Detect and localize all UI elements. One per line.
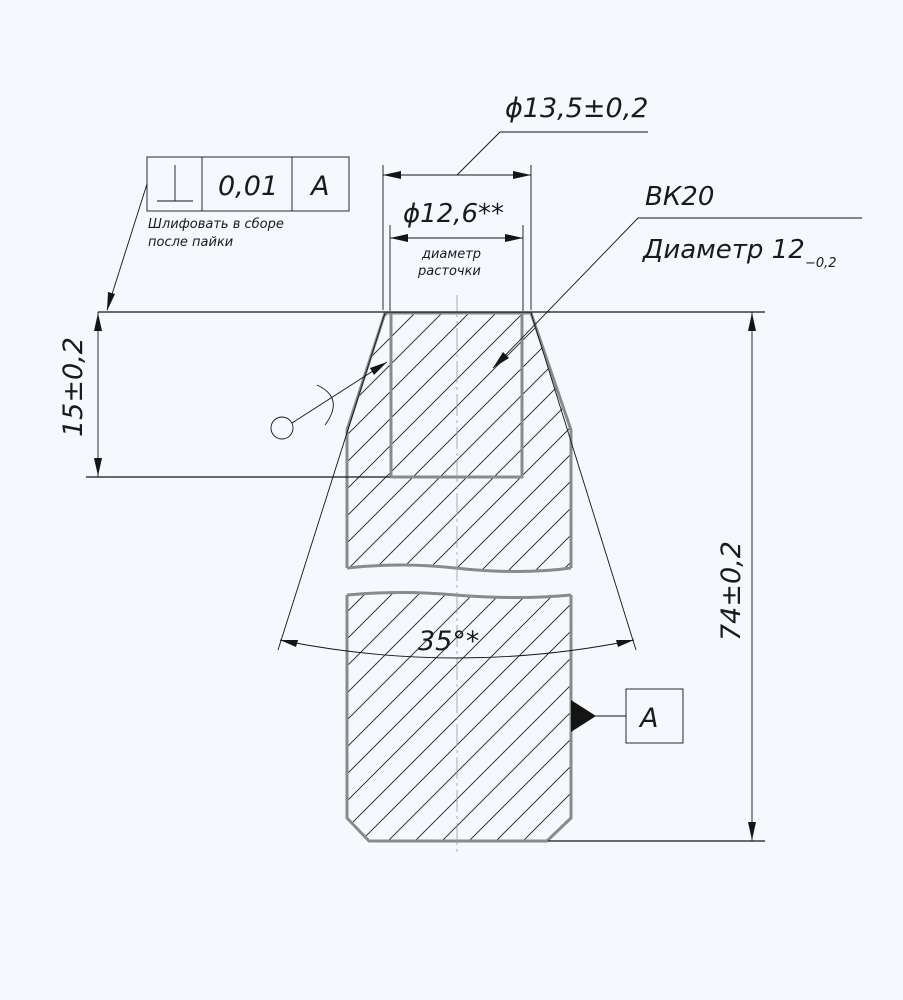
grinding-note-line1: Шлифовать в сборе xyxy=(148,217,284,232)
part-outline xyxy=(345,311,573,843)
hatch-line xyxy=(498,313,571,572)
hatch-line xyxy=(347,592,571,841)
hatch-line xyxy=(405,592,571,841)
hatch-line xyxy=(567,592,571,841)
datum-label: A xyxy=(638,703,658,734)
hatch-line xyxy=(417,313,571,572)
length-dimension: 74±0,2 xyxy=(716,312,756,841)
hatch-line xyxy=(486,592,571,841)
hatch-line xyxy=(471,313,571,572)
hatch-line xyxy=(347,592,429,841)
hatch-line xyxy=(363,313,571,572)
hatch-line xyxy=(347,592,348,841)
datum-reference: A xyxy=(571,688,684,744)
hatch-line xyxy=(347,313,564,572)
hatch-line xyxy=(378,592,571,841)
hatch-line xyxy=(347,592,483,841)
hatch-line xyxy=(513,592,571,841)
hatch-line xyxy=(347,313,375,572)
depth-label: 15±0,2 xyxy=(58,337,89,437)
bore-note-line1: диаметр xyxy=(421,247,481,262)
material-diameter: Диаметр 12 xyxy=(642,235,805,265)
bore-note-line2: расточки xyxy=(417,264,481,279)
hatch-line xyxy=(607,300,887,580)
hatch-line xyxy=(347,313,571,572)
hatch-line xyxy=(444,313,571,572)
length-label: 74±0,2 xyxy=(716,541,747,641)
hatch-line xyxy=(347,592,564,841)
hatch-line xyxy=(347,313,348,572)
angle-label: 35°* xyxy=(418,626,479,657)
hatch-line xyxy=(347,592,402,841)
hatch-line xyxy=(347,313,429,572)
tolerance-value: 0,01 xyxy=(218,171,278,202)
section-hatching-lower xyxy=(55,585,571,850)
outer-diameter-dimension: ϕ13,5±0,2 xyxy=(382,93,649,310)
perpendicularity-icon xyxy=(157,165,193,202)
hatch-line xyxy=(390,313,571,572)
outer-diameter-label: ϕ13,5±0,2 xyxy=(505,93,649,124)
angle-dimension: 35°* xyxy=(277,312,637,659)
hatch-line xyxy=(347,313,537,572)
material-callout: ВК20 Диаметр 12 −0,2 xyxy=(492,182,862,369)
hatch-line xyxy=(347,313,571,572)
datum-triangle-icon xyxy=(571,700,596,732)
material-diameter-tolerance: −0,2 xyxy=(805,256,837,271)
hatch-line xyxy=(347,313,402,572)
hatch-line xyxy=(347,313,456,572)
bore-diameter-dimension: ϕ12,6** диаметр расточки xyxy=(389,199,524,311)
material-grade: ВК20 xyxy=(645,182,714,212)
hatch-line xyxy=(347,313,483,572)
tolerance-datum: A xyxy=(309,171,329,202)
grinding-note-line2: после пайки xyxy=(148,235,233,250)
hatch-line xyxy=(432,592,571,841)
hatch-line xyxy=(347,592,375,841)
solder-joint-icon xyxy=(270,361,388,440)
hatch-line xyxy=(55,585,320,850)
tolerance-frame: 0,01 A Шлифовать в сборе после пайки xyxy=(106,156,350,311)
hatch-line xyxy=(347,592,537,841)
depth-dimension: 15±0,2 xyxy=(58,312,102,477)
section-hatching xyxy=(347,300,887,580)
bore-outline xyxy=(389,311,524,479)
hatch-line xyxy=(351,592,571,841)
hatch-line xyxy=(347,313,510,572)
hatch-line xyxy=(525,313,571,572)
hatch-line xyxy=(552,313,571,572)
hatch-line xyxy=(580,300,860,580)
hatch-line xyxy=(459,592,571,841)
hatch-line xyxy=(347,592,510,841)
hatch-line xyxy=(347,592,456,841)
bore-diameter-label: ϕ12,6** xyxy=(403,199,504,229)
